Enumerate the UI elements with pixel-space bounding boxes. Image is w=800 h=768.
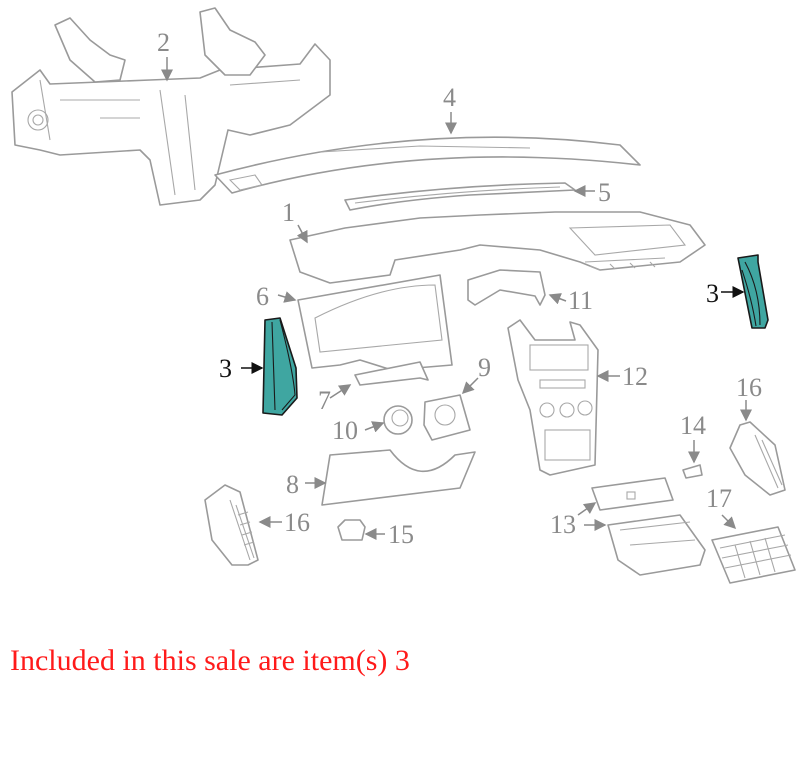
callout-7: 7 bbox=[318, 386, 331, 415]
part-13-storage-bin bbox=[591, 477, 706, 576]
callout-11: 11 bbox=[568, 286, 594, 315]
part-14-clip bbox=[682, 464, 703, 479]
callout-1: 1 bbox=[282, 198, 295, 227]
callout-3-left: 3 bbox=[219, 354, 232, 383]
callout-16-left: 16 bbox=[284, 508, 310, 537]
part-2-cross-car-beam bbox=[11, 7, 331, 206]
part-10-knob bbox=[383, 405, 413, 435]
callout-5: 5 bbox=[598, 178, 611, 207]
callout-6: 6 bbox=[256, 282, 269, 311]
callout-16-right: 16 bbox=[736, 373, 762, 402]
included-items-caption: Included in this sale are item(s) 3 bbox=[10, 644, 410, 677]
part-16-right-air-vent bbox=[729, 421, 786, 496]
parts-diagram bbox=[11, 7, 796, 584]
part-1-instrument-panel bbox=[289, 211, 706, 284]
callout-17: 17 bbox=[706, 484, 732, 513]
callout-13: 13 bbox=[550, 510, 576, 539]
callout-15: 15 bbox=[388, 520, 414, 549]
callout-4: 4 bbox=[443, 83, 456, 112]
part-3-right-end-cap bbox=[737, 254, 769, 329]
part-3-left-end-cap bbox=[262, 317, 298, 416]
callout-10: 10 bbox=[332, 416, 358, 445]
callout-3-right: 3 bbox=[706, 279, 719, 308]
part-12-center-bezel bbox=[507, 319, 599, 476]
callout-2: 2 bbox=[157, 28, 170, 57]
part-4-top-pad bbox=[214, 136, 641, 194]
part-17-vent-grille bbox=[711, 526, 796, 584]
callout-8: 8 bbox=[286, 470, 299, 499]
part-15-small-block bbox=[337, 519, 366, 541]
callout-12: 12 bbox=[622, 362, 648, 391]
part-5-defroster bbox=[344, 182, 576, 211]
part-8-knee-panel bbox=[321, 449, 476, 506]
part-11-trim-panel bbox=[467, 269, 546, 306]
part-16-left-air-vent bbox=[204, 484, 259, 566]
callout-14: 14 bbox=[680, 411, 706, 440]
part-9-switch-bezel bbox=[423, 394, 471, 441]
part-7-steering-column-cover bbox=[354, 361, 429, 386]
part-6-cluster-bezel bbox=[297, 274, 453, 371]
callout-9: 9 bbox=[478, 353, 491, 382]
